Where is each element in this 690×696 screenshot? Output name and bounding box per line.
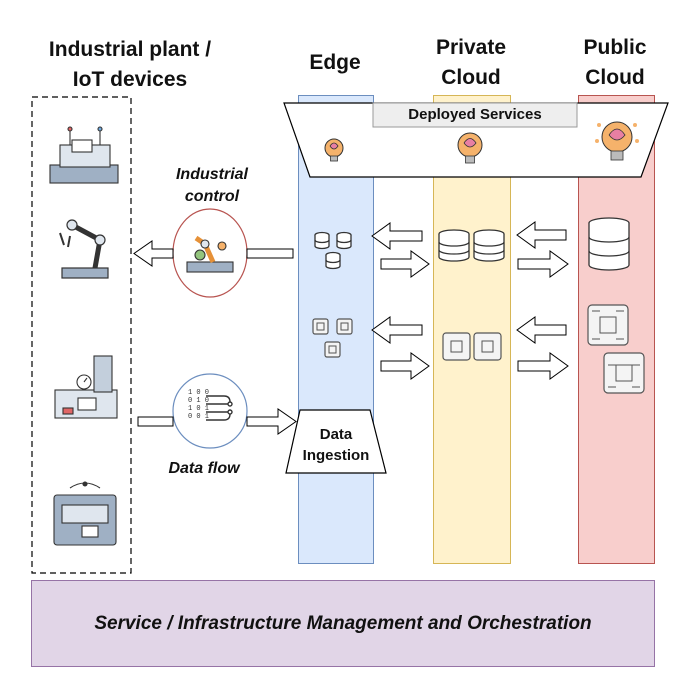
private-title-line2: Cloud: [441, 66, 501, 89]
industrial-control-line2: control: [184, 188, 240, 205]
data-ingestion-shape: [285, 409, 387, 474]
industrial-control-label: Industrial control: [160, 164, 264, 208]
coffee-machine-icon: [53, 481, 117, 546]
deployed-services-tab: [372, 102, 578, 128]
brain-bulb-icon: [324, 121, 639, 164]
public-title-line1: Public: [583, 36, 647, 59]
chip-core-icon: [316, 310, 640, 388]
plant-title-line2: IoT devices: [72, 68, 188, 91]
arrow-edge-to-plant-control: [133, 240, 294, 267]
industrial-control-line1: Industrial: [175, 166, 248, 183]
arrow-edge-to-private-chip: [380, 352, 430, 380]
arrow-private-to-edge-chip: [371, 316, 423, 344]
deployed-services-label: Deployed Services: [408, 106, 542, 123]
edge-title: Edge: [309, 51, 361, 74]
orchestration-bar: Service / Infrastructure Management and …: [31, 580, 655, 667]
industrial-robot-icon: [186, 235, 234, 273]
pressure-gauge-machine-icon: [54, 355, 118, 419]
binary-stream-icon: [206, 395, 233, 421]
arrow-plant-to-dataflow: [137, 408, 297, 435]
factory-machine-icon: [49, 126, 119, 184]
arrow-public-to-private-db: [516, 221, 567, 249]
data-ingestion-line2: Ingestion: [302, 447, 370, 464]
public-cloud-title: Public Cloud: [565, 33, 665, 93]
robot-arm-icon: [59, 219, 109, 279]
private-title-line1: Private: [435, 36, 507, 59]
plant-title-line1: Industrial plant /: [48, 38, 212, 61]
database-icon: [314, 217, 630, 271]
plant-devices-box: [31, 96, 132, 574]
arrow-public-to-private-chip: [516, 316, 567, 344]
public-title-line2: Cloud: [585, 66, 645, 89]
orchestration-label: Service / Infrastructure Management and …: [94, 612, 592, 634]
arrow-edge-to-private-db: [380, 250, 430, 278]
private-cloud-title: Private Cloud: [420, 33, 522, 93]
arrow-private-to-public-db: [517, 250, 569, 278]
data-ingestion-line1: Data: [319, 426, 353, 443]
data-flow-circle: [172, 373, 248, 449]
arrow-private-to-public-chip: [517, 352, 569, 380]
data-flow-label: Data flow: [168, 460, 240, 477]
arrow-private-to-edge-db: [371, 222, 423, 250]
industrial-plant-title: Industrial plant / IoT devices: [20, 35, 240, 95]
data-ingestion-label: Data Ingestion: [286, 424, 386, 466]
chip-icon: [312, 304, 645, 394]
